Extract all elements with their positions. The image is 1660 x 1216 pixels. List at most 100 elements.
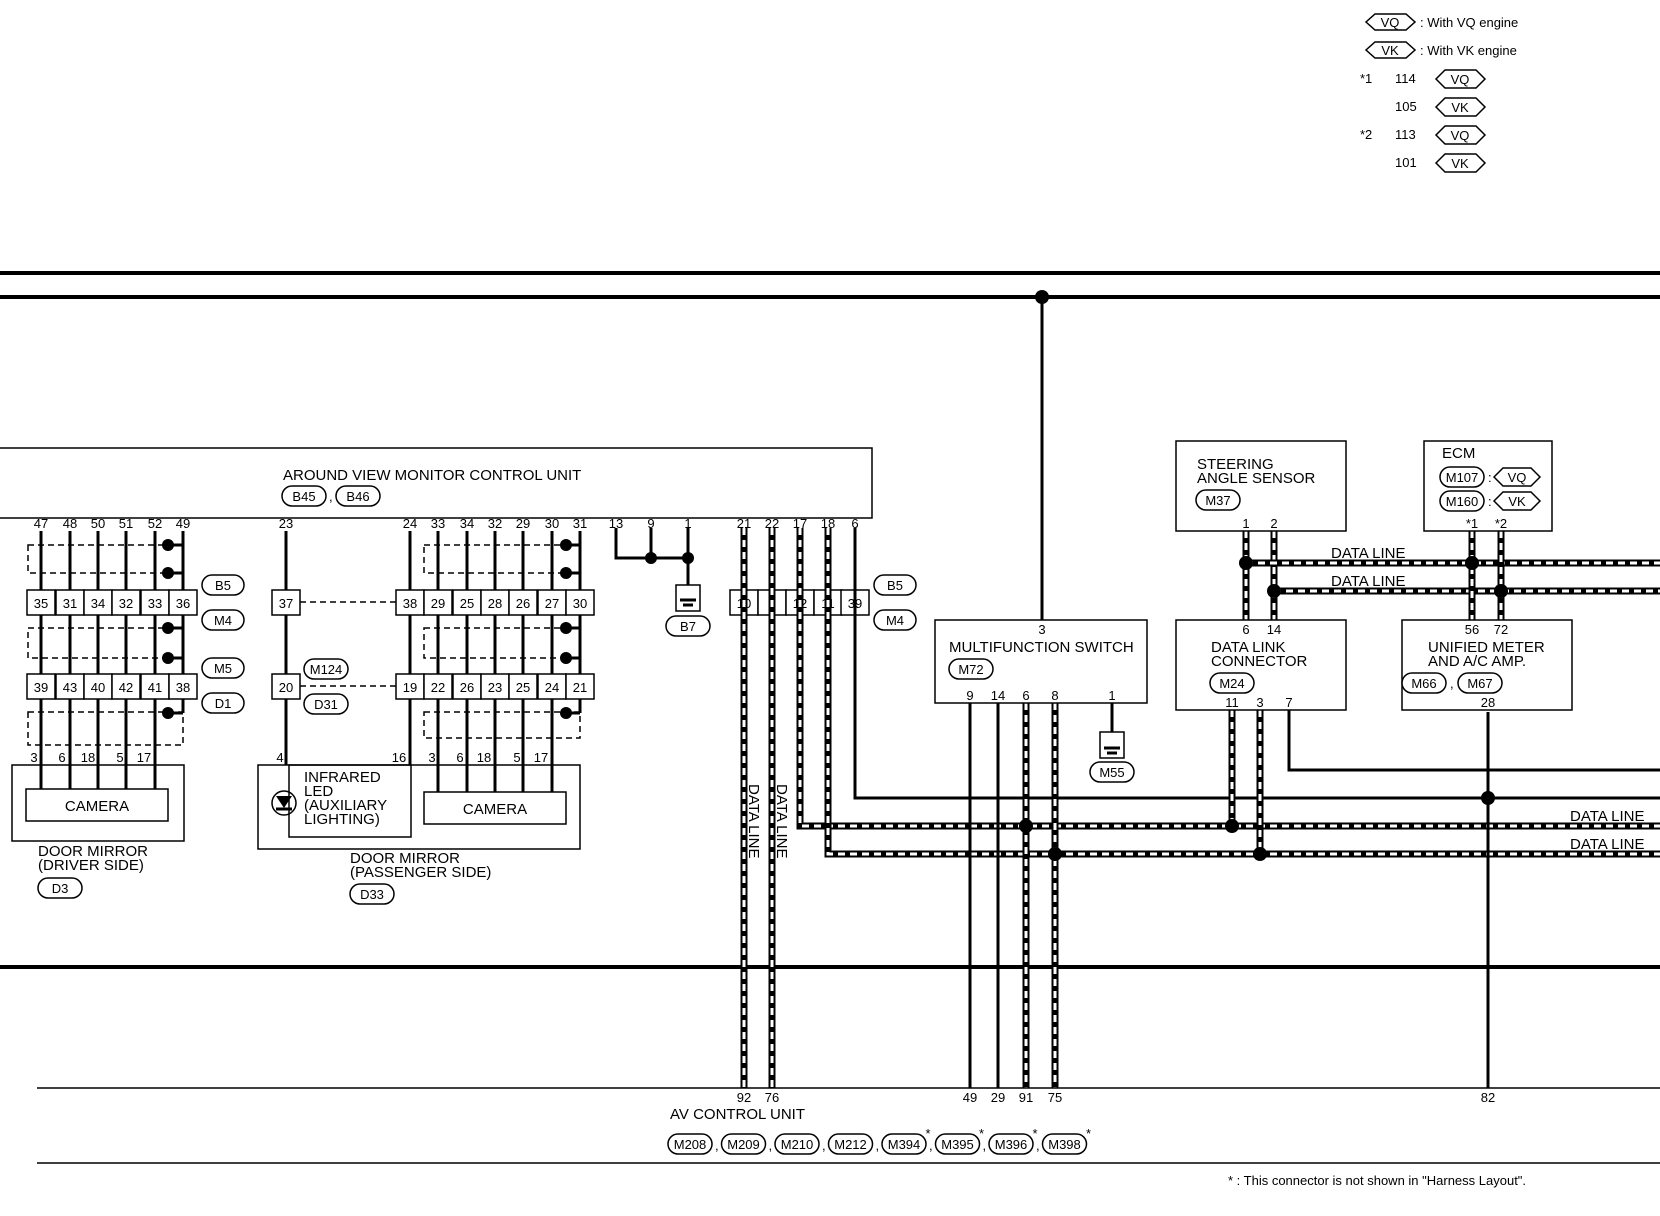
door-mirror-wires [27,531,582,792]
connector-cell [508,589,538,616]
dlc-pin-6: 6 [1242,622,1249,637]
av-connector-star: * [1032,1126,1037,1141]
dlc-pin-11: 11 [1225,695,1239,710]
av-connector: M396 [995,1137,1028,1152]
multifunction-switch: 3 MULTIFUNCTION SWITCH M72 9 14 6 8 1 M5… [934,619,1148,783]
ecm-conn-m107: M107 [1446,470,1479,485]
tag-d1: D1 [215,696,232,711]
tag-b5-left: B5 [215,578,231,593]
data-line-h-2: DATA LINE [1570,836,1644,853]
mfs-title: MULTIFUNCTION SWITCH [949,639,1134,656]
connector-cell [537,589,567,616]
led-pin: 16 [392,750,406,765]
svg-text:,: , [1450,676,1454,691]
data-link-connector: 6 14 DATA LINK CONNECTOR M24 11 3 7 [1175,619,1347,711]
led-line3: (AUXILIARY [304,797,387,814]
connector-pin: 43 [63,680,77,695]
connector-pin: 38 [403,596,417,611]
avm-pin: 23 [279,516,293,531]
legend-text-vq: : With VQ engine [1420,15,1518,30]
steering-pin-2: 2 [1270,516,1277,531]
note2-star: *2 [1360,127,1372,142]
tag-m4-right: M4 [886,613,904,628]
av-connector-oval [881,1133,927,1155]
connector-pin: 34 [91,596,105,611]
ecm: ECM M107 : VQ M160 : VK *1 *2 [1423,440,1553,532]
av-connector: M209 [727,1137,760,1152]
ecm-code-vq: VQ [1508,470,1527,485]
avm-pin: 47 [34,516,48,531]
camera-passenger-conn: D33 [360,887,384,902]
connector-pin: 41 [148,680,162,695]
led-line2: LED [304,783,333,800]
camera-driver-pin: 18 [81,750,95,765]
connector-pin: 42 [119,680,133,695]
connector-pin: 33 [148,596,162,611]
avm-pin: 34 [460,516,474,531]
connector-pin: 21 [573,680,587,695]
steering-conn: M37 [1205,493,1230,508]
connector-cell [111,589,141,616]
av-connector-oval [774,1133,820,1155]
data-line-h-top1: DATA LINE [1331,545,1405,562]
av-pin-29: 29 [991,1090,1005,1105]
ecm-conn-m160: M160 [1446,494,1479,509]
ground-b7: B7 [614,528,711,637]
av-connector-oval [720,1133,767,1155]
camera-passenger-pin: 3 [428,750,435,765]
av-connectors: M208,M209,M210,M212,M394*,M395*,M396*,M3… [667,1126,1091,1155]
mfs-conn: M72 [958,662,983,677]
avm-pin: 1 [684,516,691,531]
avm-title: AROUND VIEW MONITOR CONTROL UNIT [283,467,581,484]
camera-driver-title1: DOOR MIRROR [38,843,148,860]
mfs-pin-1: 1 [1108,688,1115,703]
comma: , [822,1138,826,1153]
unified-meter: 56 72 UNIFIED METER AND A/C AMP. M66 , M… [1401,619,1573,711]
avm-pin: 52 [148,516,162,531]
note1-pin-a: 114 [1395,71,1416,86]
av-connector: M398 [1048,1137,1081,1152]
camera-driver-conn: D3 [52,881,69,896]
ecm-code-vk: VK [1508,494,1526,509]
connector-pin: 30 [573,596,587,611]
connector-cell [26,673,56,700]
note2-code-a: VQ [1451,128,1470,143]
legend: VQ : With VQ engine VK : With VK engine … [1360,13,1518,173]
steering-angle-sensor: STEERING ANGLE SENSOR M37 1 2 [1175,440,1347,532]
connector-cell [83,589,113,616]
dlc-line2: CONNECTOR [1211,653,1308,670]
av-pin-49: 49 [963,1090,977,1105]
dlc-pin-3: 3 [1256,695,1263,710]
avm-conn-b45: B45 [292,489,315,504]
av-connector-star: * [1086,1126,1091,1141]
meter-pin-28: 28 [1481,695,1495,710]
comma: , [769,1138,773,1153]
connector-pin: 37 [279,596,293,611]
camera-driver-pin: 17 [137,750,151,765]
data-line-h-top2: DATA LINE [1331,573,1405,590]
av-connector-star: * [925,1126,930,1141]
steering-line2: ANGLE SENSOR [1197,470,1316,487]
mfs-pin-6: 6 [1022,688,1029,703]
camera-driver-pin: 5 [116,750,123,765]
av-connector-oval [934,1133,981,1155]
camera-passenger: CAMERA DOOR MIRROR (PASSENGER SIDE) D33 [349,791,567,905]
avm-pin: 21 [737,516,751,531]
camera-passenger-label: CAMERA [463,801,527,818]
comma: , [1036,1138,1040,1153]
connector-pin: 32 [119,596,133,611]
data-line-vert-1: DATA LINE [745,784,762,858]
av-pin-76: 76 [765,1090,779,1105]
power-bus [0,271,1660,969]
note1-pin-b: 105 [1395,99,1417,114]
led-pin: 4 [276,750,283,765]
camera-driver-pin: 6 [58,750,65,765]
connector-pin: 20 [279,680,293,695]
av-connector-oval [988,1133,1034,1155]
avm-pin: 32 [488,516,502,531]
note2-pin-a: 113 [1395,127,1416,142]
avm-pin: 29 [516,516,530,531]
avm-pin: 18 [821,516,835,531]
note2-code-b: VK [1451,156,1469,171]
